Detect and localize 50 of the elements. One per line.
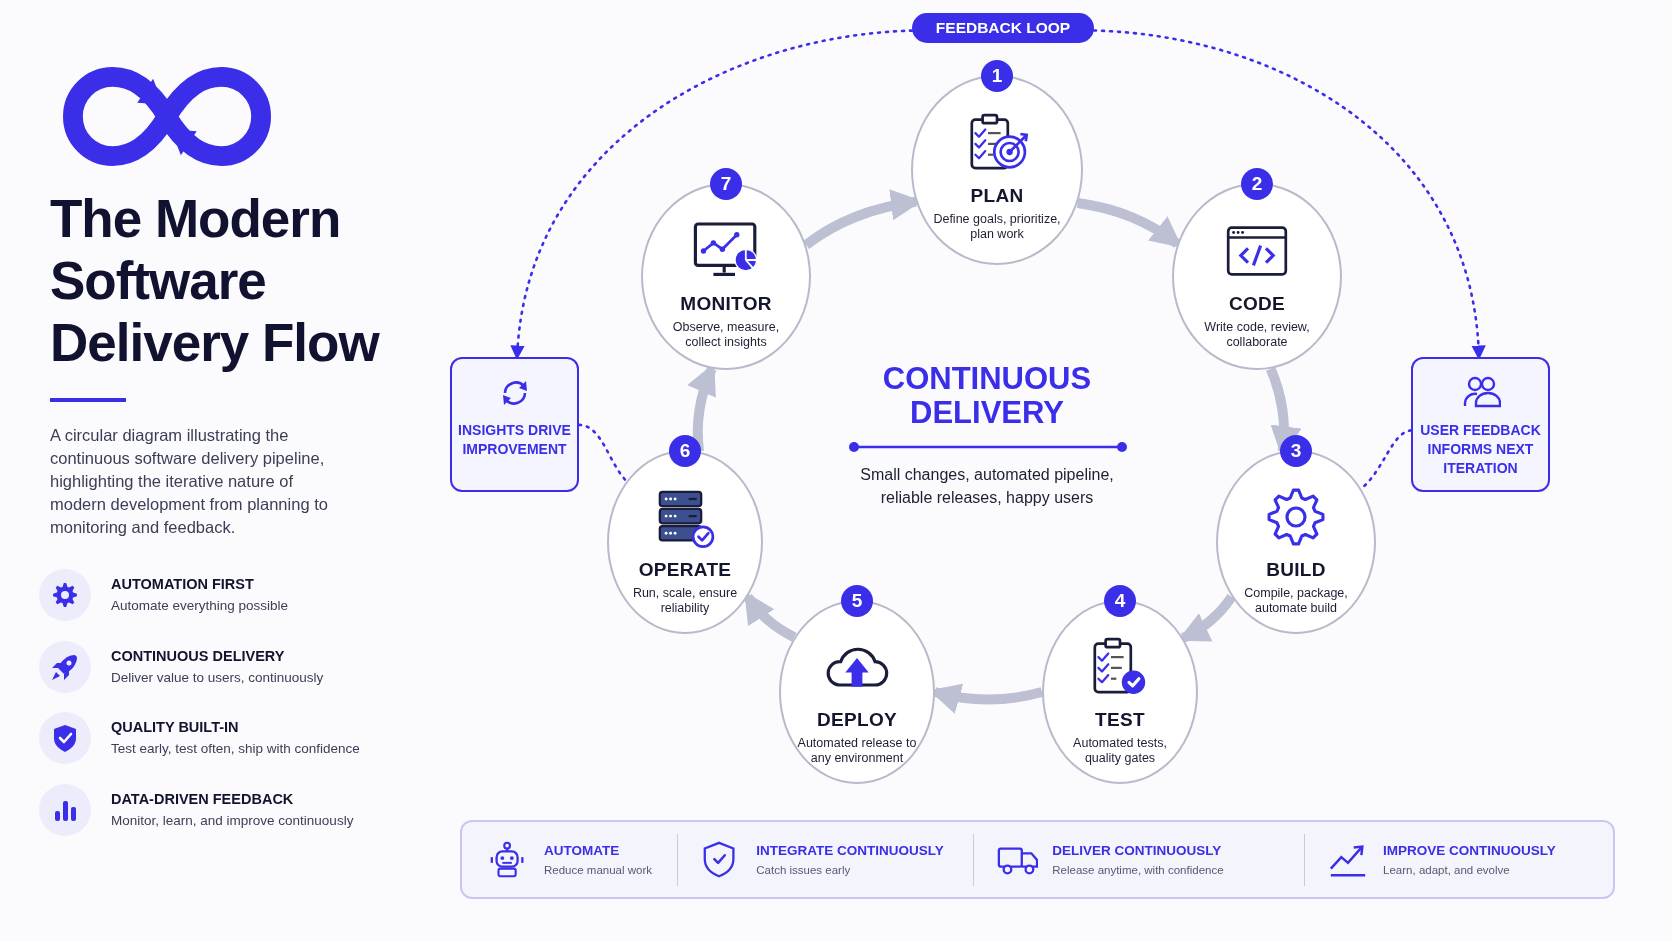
- callout-text: INSIGHTS DRIVE IMPROVEMENT: [457, 421, 572, 459]
- center-subtitle: Small changes, automated pipeline, reliable releases, happy users: [859, 465, 1115, 508]
- stage-description: Automated tests, quality gates: [1072, 736, 1168, 766]
- stage-description: Write code, review, collaborate: [1203, 320, 1311, 350]
- description-text: A circular diagram illustrating the continuous software delivery pipeline, highlighting the iterative nature of modern development from planning to monitoring and feedback.: [50, 425, 329, 538]
- step-number-badge: 7: [710, 168, 742, 200]
- stage-title: DEPLOY: [817, 709, 897, 731]
- principle-description: Learn, adapt, and evolve: [1383, 864, 1511, 876]
- principle-heading: IMPROVE CONTINUOUSLY: [1383, 843, 1556, 858]
- principle-heading: AUTOMATE: [544, 843, 621, 858]
- flow-arrow: [743, 591, 797, 642]
- stage-description: Automated release to any environment: [796, 736, 918, 766]
- principle-description: Catch issues early: [756, 864, 852, 876]
- step-number-badge: 1: [981, 60, 1013, 92]
- feature-description: Deliver value to users, continuously: [111, 669, 324, 685]
- callout-box: [1411, 357, 1550, 492]
- stage-title: TEST: [1095, 709, 1145, 731]
- principle-heading: INTEGRATE CONTINUOUSLY: [756, 843, 944, 858]
- step-number-badge: 6: [669, 435, 701, 467]
- stage-title: BUILD: [1266, 559, 1326, 581]
- feature-heading: DATA-DRIVEN FEEDBACK: [111, 790, 294, 807]
- principle-description: Release anytime, with confidence: [1052, 864, 1224, 876]
- feature-heading: AUTOMATION FIRST: [111, 576, 254, 592]
- stage-description: Compile, package, automate build: [1243, 586, 1349, 616]
- stage-title: PLAN: [970, 185, 1024, 207]
- center-heading: CONTINUOUS DELIVERY: [881, 362, 1093, 430]
- dotted-arrow: [1092, 29, 1485, 360]
- principle-heading: DELIVER CONTINUOUSLY: [1052, 843, 1223, 858]
- stage-title: CODE: [1228, 293, 1286, 315]
- step-number-badge: 5: [841, 585, 873, 617]
- stage-title: OPERATE: [638, 559, 732, 581]
- feature-description: Automate everything possible: [111, 598, 289, 613]
- stage-title: MONITOR: [680, 293, 772, 315]
- stage-description: Run, scale, ensure reliability: [631, 586, 739, 616]
- feature-description: Test early, test often, ship with confidence: [111, 741, 360, 756]
- step-number-badge: 2: [1241, 168, 1273, 200]
- page-title: The Modern Software Delivery Flow: [50, 188, 381, 374]
- feature-description: Monitor, learn, and improve continuously: [111, 812, 354, 828]
- step-number-badge: 4: [1104, 585, 1136, 617]
- feature-heading: QUALITY BUILT-IN: [111, 719, 239, 735]
- step-number-badge: 3: [1280, 435, 1312, 467]
- stage-description: Observe, measure, collect insights: [671, 320, 781, 350]
- feature-heading: CONTINUOUS DELIVERY: [111, 647, 285, 664]
- feedback-loop-pill: FEEDBACK LOOP: [912, 13, 1094, 43]
- principle-description: Reduce manual work: [544, 864, 653, 876]
- dotted-arrow: [511, 29, 914, 360]
- principles-bar: [460, 820, 1615, 899]
- callout-text: USER FEEDBACK INFORMS NEXT ITERATION: [1419, 421, 1542, 478]
- callout-box: [450, 357, 579, 492]
- stage-description: Define goals, prioritize, plan work: [933, 212, 1061, 242]
